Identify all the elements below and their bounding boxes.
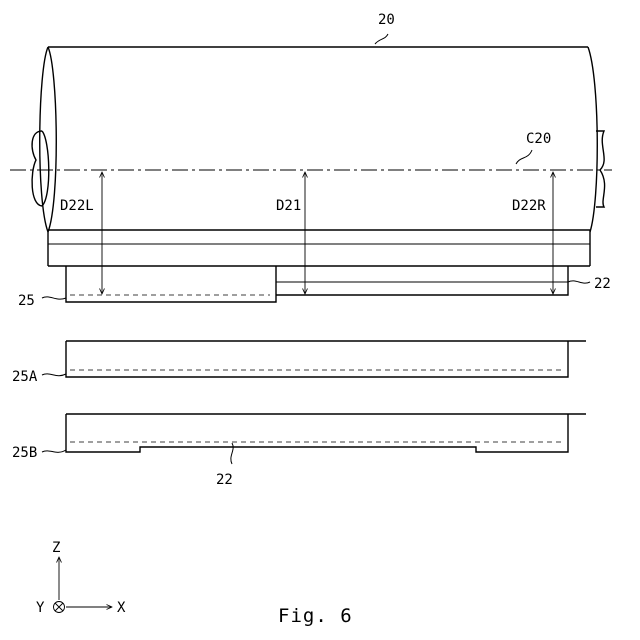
leader-20 [375, 34, 388, 44]
leader-25b [42, 450, 66, 452]
label-d22l: D22L [60, 198, 94, 214]
leader-25a [42, 374, 66, 376]
label-25: 25 [18, 293, 35, 309]
member-25 [66, 266, 568, 302]
label-22-bottom: 22 [216, 472, 233, 488]
figure-caption: Fig. 6 [278, 605, 353, 627]
leader-c20 [516, 150, 532, 164]
label-25b: 25B [12, 445, 37, 461]
label-20: 20 [378, 12, 395, 28]
member-25b [66, 414, 586, 452]
leader-25 [42, 297, 66, 299]
label-d21: D21 [276, 198, 301, 214]
label-25a: 25A [12, 369, 38, 385]
label-c20: C20 [526, 131, 551, 147]
label-d22r: D22R [512, 198, 546, 214]
axis-label-z: Z [52, 540, 60, 556]
leader-22-bottom [231, 443, 233, 464]
roller-20 [32, 47, 605, 266]
member-25a [66, 341, 586, 377]
axis-label-x: X [117, 600, 126, 616]
axis-label-y: Y [36, 600, 45, 616]
coordinate-axes: Z Y X [36, 540, 126, 616]
label-22-top: 22 [594, 276, 611, 292]
leader-22-top [568, 281, 590, 283]
